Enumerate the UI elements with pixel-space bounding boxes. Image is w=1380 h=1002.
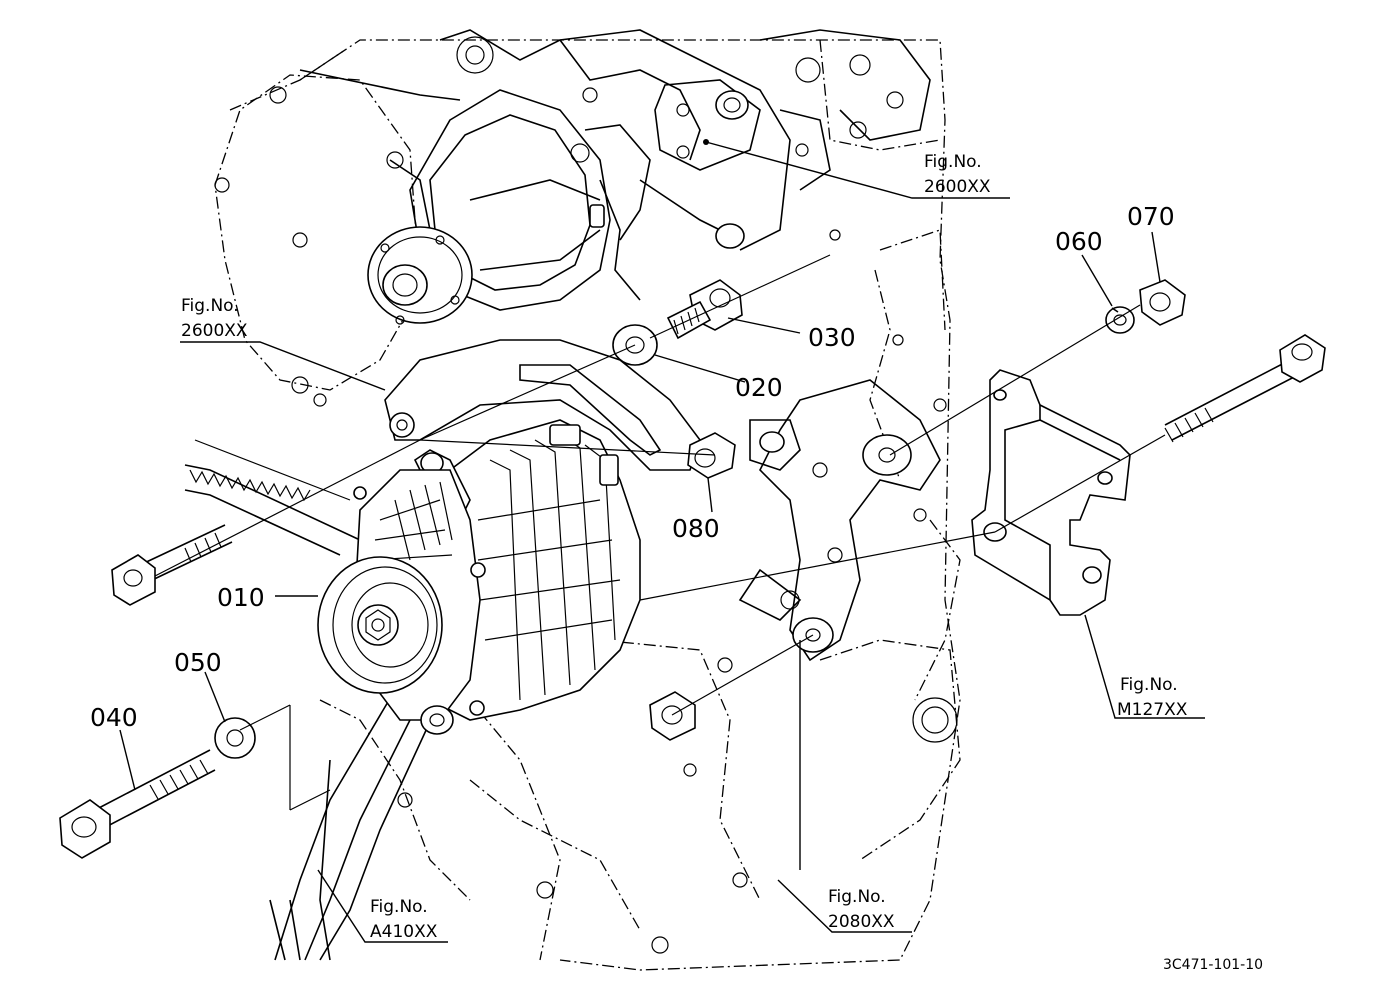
- figref-right-bracket-number: M127XX: [1117, 700, 1188, 720]
- figref-belt-number: A410XX: [370, 922, 438, 942]
- fan-belt: [184, 464, 441, 961]
- bolt-030: [666, 279, 743, 340]
- lockwasher-060: [1105, 306, 1135, 334]
- figref-mount-title: Fig.No.: [828, 887, 886, 907]
- label-060: 060: [1055, 227, 1103, 256]
- bolt-left-upper: [111, 524, 233, 606]
- figref-mount-number: 2080XX: [828, 912, 895, 932]
- label-050: 050: [174, 648, 222, 677]
- figure-reference-labels: Fig.No. 2600XX Fig.No. 2600XX Fig.No. M1…: [181, 152, 1263, 973]
- right-mount-bracket: [971, 369, 1131, 616]
- label-030: 030: [808, 323, 856, 352]
- label-040: 040: [90, 703, 138, 732]
- nut-070: [1139, 279, 1186, 326]
- label-010: 010: [217, 583, 265, 612]
- figref-right-bracket-title: Fig.No.: [1120, 675, 1178, 695]
- figref-top-right-title: Fig.No.: [924, 152, 982, 172]
- nut-080: [687, 432, 736, 479]
- figref-top-left-number: 2600XX: [181, 321, 248, 341]
- assembly-centerlines: [154, 254, 1166, 811]
- part-number-labels: 010 020 030 040 050 060 070 080: [90, 202, 1175, 732]
- alternator: [317, 419, 641, 735]
- washer-050: [214, 717, 256, 759]
- figref-top-right-number: 2600XX: [924, 177, 991, 197]
- adjusting-bracket: [384, 339, 941, 662]
- water-pump: [367, 89, 745, 325]
- figref-belt-title: Fig.No.: [370, 897, 428, 917]
- long-bolt-right: [1164, 334, 1326, 443]
- figref-top-left-title: Fig.No.: [181, 296, 239, 316]
- label-070: 070: [1127, 202, 1175, 231]
- label-020: 020: [735, 373, 783, 402]
- leader-lines: [119, 139, 1205, 943]
- drawing-id: 3C471-101-10: [1163, 957, 1263, 973]
- label-080: 080: [672, 514, 720, 543]
- bolt-040: [59, 749, 216, 859]
- nut-lower: [649, 691, 696, 741]
